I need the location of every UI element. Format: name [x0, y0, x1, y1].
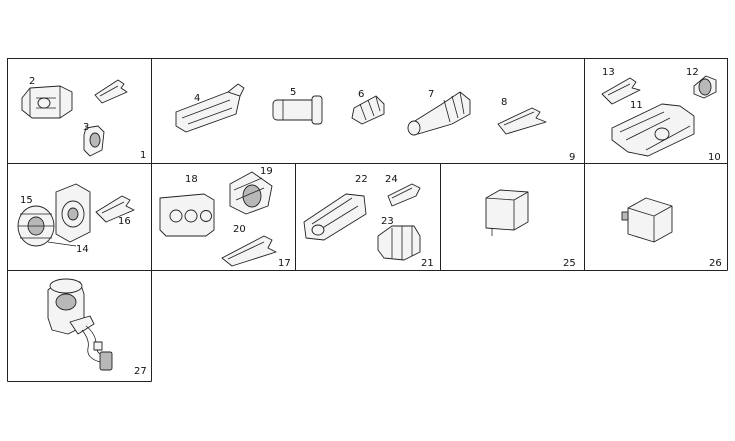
callout-24: 24: [385, 174, 398, 185]
leader-line-14: [47, 241, 77, 247]
panel-number-21: 21: [421, 258, 434, 269]
grid-frame: [7, 58, 728, 382]
terminal-pin-panel-1[interactable]: [94, 79, 128, 104]
panel-21: 22 24 23 21: [303, 174, 434, 269]
connector-housing-11[interactable]: [611, 103, 695, 157]
seal-6[interactable]: [351, 95, 385, 125]
callout-3: 3: [83, 122, 89, 133]
callout-2: 2: [29, 76, 35, 87]
terminal-3[interactable]: [83, 125, 105, 157]
relay-25[interactable]: [485, 189, 529, 236]
flange-socket-14[interactable]: [55, 183, 91, 243]
terminal-8[interactable]: [497, 107, 547, 135]
panel-17: 18 19 20 17: [159, 166, 291, 269]
pin-24[interactable]: [387, 183, 421, 207]
callout-8: 8: [501, 97, 507, 108]
panel-26: 26: [621, 197, 722, 269]
seal-7[interactable]: [407, 91, 471, 136]
callout-7: 7: [428, 89, 434, 100]
connector-22[interactable]: [303, 193, 367, 241]
callout-20: 20: [233, 224, 246, 235]
callout-18: 18: [185, 174, 198, 185]
panel-number-25: 25: [563, 258, 576, 269]
panel-number-9: 9: [569, 152, 575, 163]
callout-23: 23: [381, 216, 394, 227]
terminal-13[interactable]: [601, 77, 641, 105]
connector-18[interactable]: [159, 193, 215, 237]
callout-6: 6: [358, 89, 364, 100]
panel-1: 2 3 1: [21, 76, 146, 161]
relay-26[interactable]: [621, 197, 673, 243]
round-connector-15[interactable]: [17, 205, 55, 247]
panel-number-27: 27: [134, 366, 147, 377]
panel-25: 25: [485, 189, 576, 269]
callout-14: 14: [76, 244, 89, 255]
panel-27: 27: [47, 278, 147, 377]
panel-number-10: 10: [708, 152, 721, 163]
panel-number-17: 17: [278, 258, 291, 269]
callout-11: 11: [630, 100, 643, 111]
panel-number-1: 1: [140, 150, 146, 161]
terminal-16[interactable]: [95, 195, 135, 223]
sensor-assembly-27[interactable]: [47, 278, 113, 371]
callout-16: 16: [118, 216, 131, 227]
callout-5: 5: [290, 87, 296, 98]
connector-housing-2[interactable]: [21, 85, 73, 119]
callout-12: 12: [686, 67, 699, 78]
callout-4: 4: [194, 93, 200, 104]
panel-9: 4 5 6 7 8 9: [175, 83, 575, 163]
panel-10: 13 12 11 10: [601, 67, 721, 163]
callout-15: 15: [20, 195, 33, 206]
connector-4[interactable]: [175, 83, 245, 133]
terminal-20[interactable]: [221, 235, 277, 267]
panel-14: 15 16 14: [17, 183, 135, 255]
grommet-19[interactable]: [229, 171, 273, 215]
callout-19: 19: [260, 166, 273, 177]
callout-22: 22: [355, 174, 368, 185]
callout-13: 13: [602, 67, 615, 78]
seal-12[interactable]: [693, 75, 717, 99]
sleeve-5[interactable]: [272, 95, 323, 125]
seal-23[interactable]: [377, 225, 421, 261]
panel-number-26: 26: [709, 258, 722, 269]
